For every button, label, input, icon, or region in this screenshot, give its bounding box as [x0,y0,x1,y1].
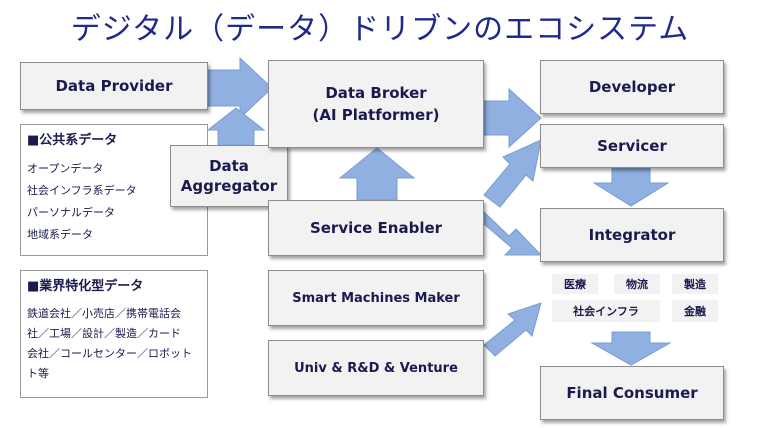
industry-data-line: 鉄道会社／小売店／携帯電話会 [27,307,181,320]
arrow-integrator-to-consumer [590,331,672,366]
data-provider-box: Data Provider [20,62,208,110]
data-provider-label: Data Provider [55,77,173,95]
data-broker-label-line1: Data Broker [325,84,427,102]
diagram-title: デジタル（データ）ドリブンのエコシステム [70,12,690,47]
arrow-enabler-to-broker [338,147,416,201]
data-broker-label-line2: (AI Platformer) [312,106,440,124]
industry-data-heading: ■業界特化型データ [27,279,144,294]
tag-medical: 医療 [552,274,598,294]
arrow-univ-to-integrator [483,302,542,357]
univ-rd-venture-label: Univ & R&D & Venture [294,360,458,376]
tag-manufacturing: 製造 [672,274,718,294]
arrow-aggregator-to-broker [206,107,266,146]
final-consumer-box: Final Consumer [540,366,724,420]
tag-finance: 金融 [672,300,718,322]
smart-machines-maker-label: Smart Machines Maker [292,290,460,306]
service-enabler-box: Service Enabler [268,200,484,256]
public-data-item: パーソナルデータ [27,206,115,219]
public-data-heading: ■公共系データ [27,133,118,148]
final-consumer-label: Final Consumer [566,384,698,402]
smart-machines-maker-box: Smart Machines Maker [268,270,484,326]
industry-data-line: 会社／コールセンター／ロボット [27,347,192,360]
public-data-item: オープンデータ [27,162,104,175]
arrow-enabler-to-integrator [483,210,543,256]
data-broker-box: Data Broker (AI Platformer) [268,60,484,148]
univ-rd-venture-box: Univ & R&D & Venture [268,340,484,396]
industry-data-line: 社／工場／設計／製造／カード [27,327,181,340]
industry-data-line: ト等 [27,367,49,380]
tag-logistics: 物流 [614,274,660,294]
arrow-enabler-to-servicer [483,139,542,208]
data-aggregator-box: Data Aggregator [170,145,288,207]
service-enabler-label: Service Enabler [309,219,443,237]
integrator-label: Integrator [588,226,676,244]
servicer-label: Servicer [597,137,667,155]
developer-box: Developer [540,60,724,114]
public-data-item: 地域系データ [27,228,93,241]
servicer-box: Servicer [540,124,724,168]
industry-data-panel: ■業界特化型データ 鉄道会社／小売店／携帯電話会 社／工場／設計／製造／カード … [20,270,208,398]
public-data-item: 社会インフラ系データ [27,184,137,197]
tag-social-infra: 社会インフラ [552,300,660,322]
developer-label: Developer [588,78,676,96]
integrator-box: Integrator [540,208,724,262]
arrow-broker-to-developer [483,87,542,149]
arrow-provider-to-broker [207,56,273,120]
data-aggregator-label-line1: Data [209,157,249,175]
data-aggregator-label-line2: Aggregator [180,177,278,195]
arrow-servicer-to-integrator [592,167,670,207]
